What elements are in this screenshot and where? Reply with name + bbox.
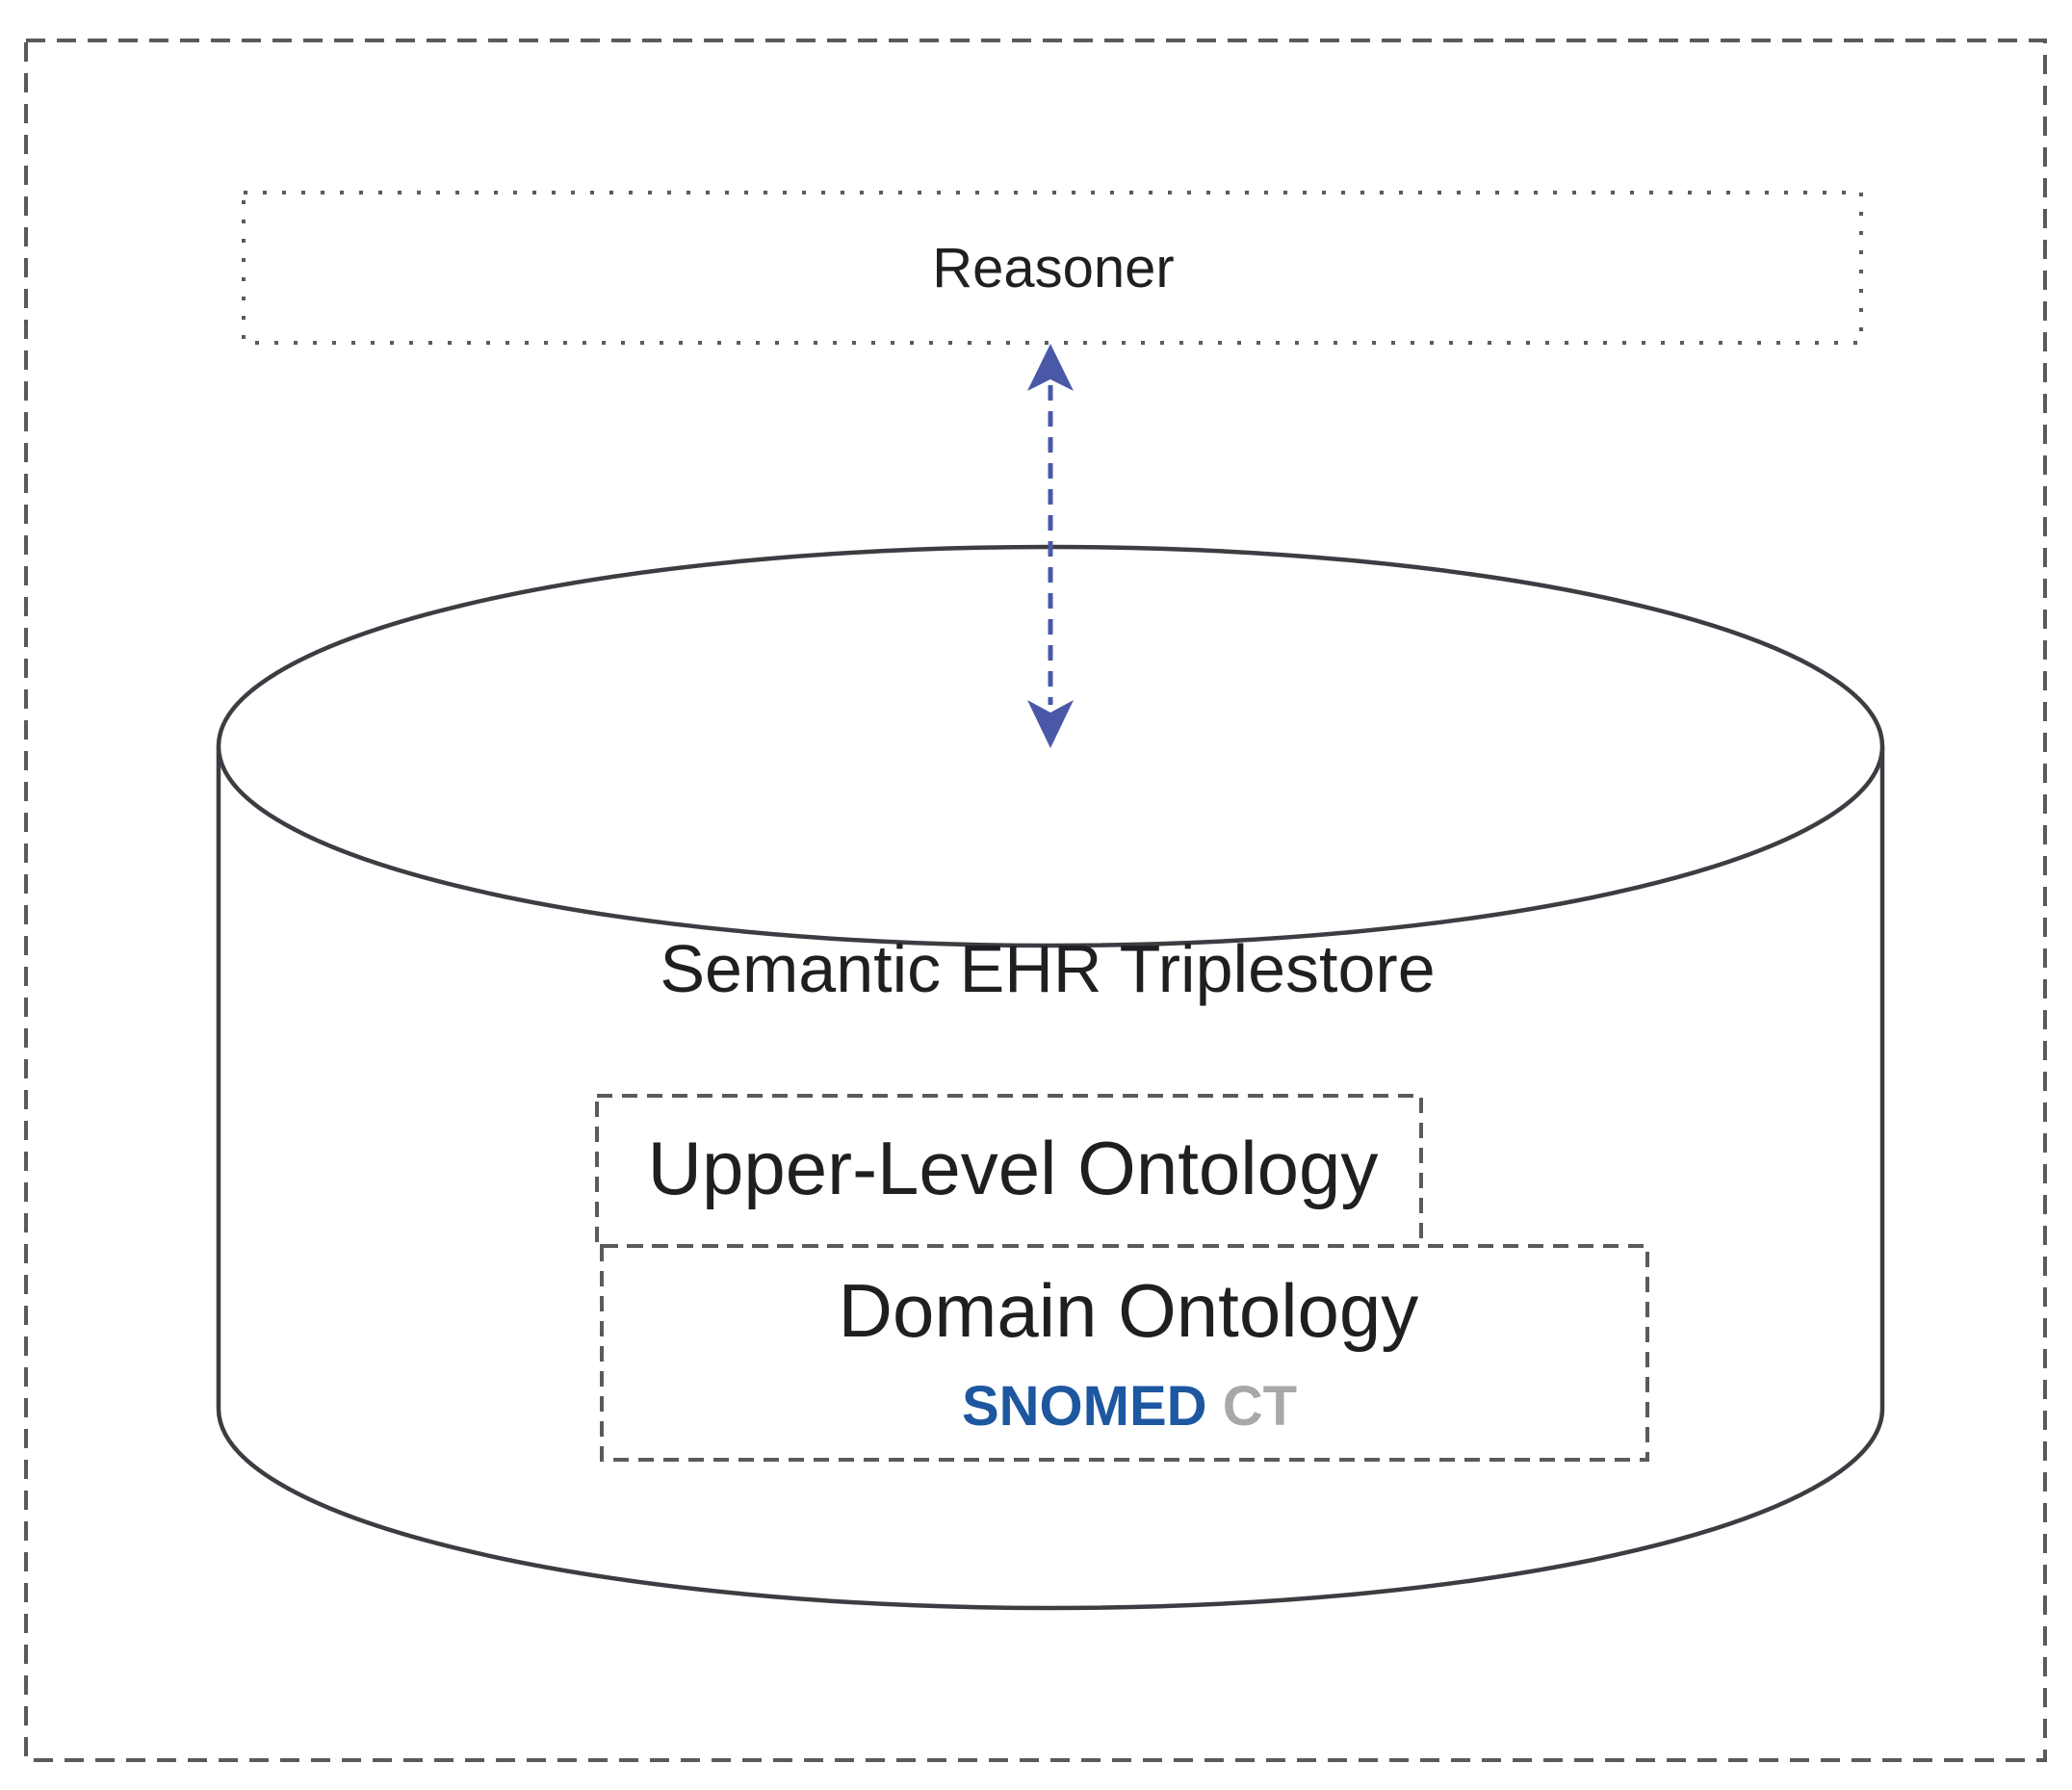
cylinder-body: [216, 746, 1885, 1611]
triplestore-label: Semantic EHR Triplestore: [660, 931, 1435, 1006]
domain-ontology-label: Domain Ontology: [839, 1268, 1419, 1353]
snomed-logo-primary: SNOMED: [962, 1375, 1207, 1438]
domain-ontology-box: [600, 1244, 1649, 1462]
system-boundary: [24, 39, 2047, 1762]
arrow-head-down-icon: [1027, 700, 1074, 748]
snomed-ct-logo: SNOMED CT: [962, 1375, 1297, 1438]
reasoner-label: Reasoner: [932, 237, 1174, 299]
snomed-logo-space: [1207, 1375, 1223, 1438]
reasoner-box: [242, 191, 1863, 345]
arrow-head-up-icon: [1027, 344, 1074, 391]
snomed-logo-secondary: CT: [1223, 1375, 1297, 1438]
upper-ontology-label: Upper-Level Ontology: [648, 1126, 1379, 1210]
bidirectional-arrow: [1027, 344, 1074, 748]
triplestore-cylinder: [216, 544, 1885, 1611]
